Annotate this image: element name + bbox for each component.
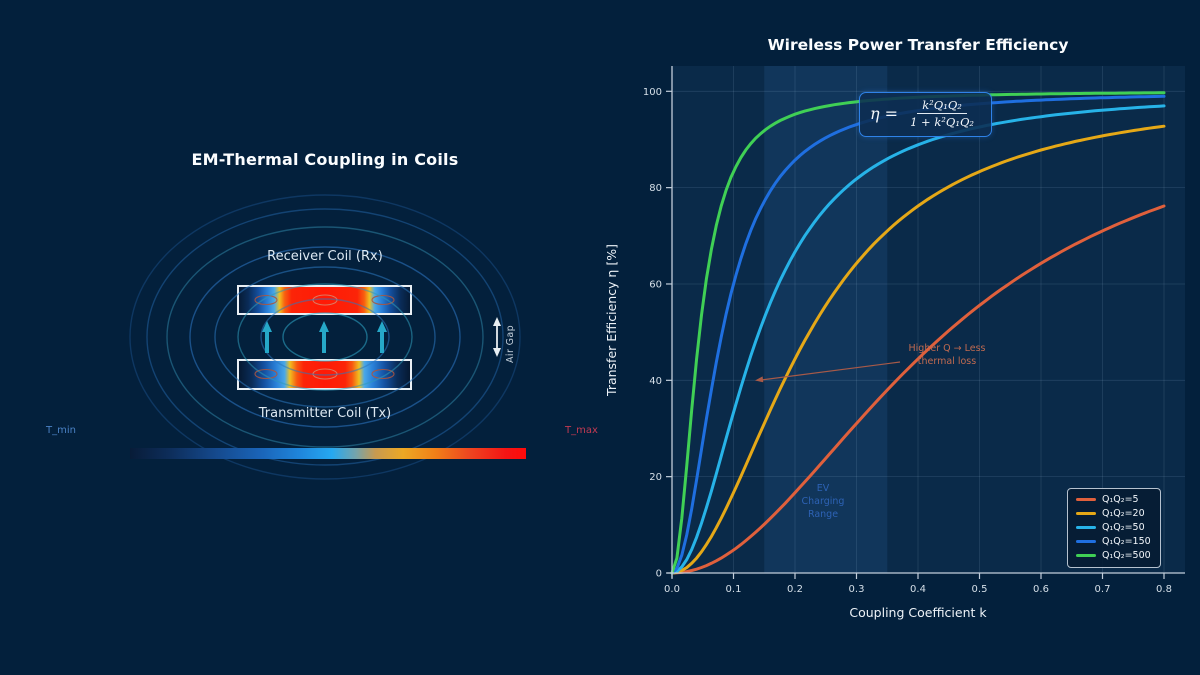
ev-charging-range-label: EV Charging Range bbox=[801, 483, 845, 520]
equation-numerator: k²Q₁Q₂ bbox=[917, 98, 967, 115]
legend-swatch bbox=[1076, 540, 1096, 543]
air-gap-arrow bbox=[493, 317, 501, 357]
legend-label: Q₁Q₂=500 bbox=[1102, 550, 1151, 561]
legend-label: Q₁Q₂=150 bbox=[1102, 536, 1151, 547]
svg-text:0.6: 0.6 bbox=[1033, 584, 1049, 595]
field-line-ellipse bbox=[129, 194, 521, 480]
equation-lhs: η = bbox=[870, 104, 899, 124]
legend-swatch bbox=[1076, 554, 1096, 557]
svg-text:0.8: 0.8 bbox=[1156, 584, 1172, 595]
svg-text:0.1: 0.1 bbox=[726, 584, 742, 595]
air-gap-label: Air Gap bbox=[505, 324, 516, 363]
legend-swatch bbox=[1076, 498, 1096, 501]
field-line-ellipse bbox=[214, 266, 436, 408]
ev-charging-band bbox=[764, 66, 888, 574]
thermal-loss-annotation: Higher Q → Less thermal loss bbox=[887, 343, 1007, 368]
legend-item: Q₁Q₂=5 bbox=[1076, 494, 1151, 505]
thermal-contour-ellipse bbox=[371, 294, 395, 306]
receiver-coil-rect bbox=[237, 285, 412, 315]
receiver-coil-label: Receiver Coil (Rx) bbox=[267, 249, 383, 264]
legend-swatch bbox=[1076, 526, 1096, 529]
svg-text:0.0: 0.0 bbox=[664, 584, 680, 595]
svg-text:0.3: 0.3 bbox=[849, 584, 865, 595]
left-panel-title: EM-Thermal Coupling in Coils bbox=[191, 150, 459, 169]
efficiency-chart: 0.0 0.1 0.2 0.3 0.4 0.5 0.6 0.7 0.8 0 20 40 60 80 100 bbox=[643, 66, 1185, 595]
svg-text:0.4: 0.4 bbox=[910, 584, 926, 595]
temperature-max-label: T_max bbox=[565, 425, 598, 436]
svg-text:0: 0 bbox=[656, 569, 662, 580]
annotation-line1: Higher Q → Less bbox=[908, 343, 986, 354]
legend-label: Q₁Q₂=20 bbox=[1102, 508, 1145, 519]
legend-item: Q₁Q₂=500 bbox=[1076, 550, 1151, 561]
em-thermal-diagram bbox=[129, 194, 521, 480]
field-line-ellipse bbox=[260, 298, 390, 376]
field-line-ellipse bbox=[282, 312, 368, 362]
flux-arrow-head bbox=[377, 321, 387, 332]
field-lines-outer bbox=[129, 194, 521, 480]
transmitter-coil-label: Transmitter Coil (Tx) bbox=[258, 406, 392, 421]
equation-fraction: k²Q₁Q₂ 1 + k²Q₁Q₂ bbox=[905, 98, 979, 130]
svg-text:0.5: 0.5 bbox=[972, 584, 988, 595]
svg-text:80: 80 bbox=[649, 183, 662, 194]
legend-item: Q₁Q₂=150 bbox=[1076, 536, 1151, 547]
chart-title: Wireless Power Transfer Efficiency bbox=[767, 36, 1069, 54]
temperature-colorbar bbox=[130, 448, 526, 459]
field-lines-inner bbox=[214, 266, 436, 408]
temperature-min-label: T_min bbox=[46, 425, 76, 436]
svg-text:40: 40 bbox=[649, 376, 662, 387]
svg-text:20: 20 bbox=[649, 472, 662, 483]
legend-item: Q₁Q₂=50 bbox=[1076, 522, 1151, 533]
legend-label: Q₁Q₂=50 bbox=[1102, 522, 1145, 533]
svg-text:0.7: 0.7 bbox=[1095, 584, 1111, 595]
thermal-contour-ellipse bbox=[371, 368, 395, 380]
annotation-arrow bbox=[755, 361, 901, 383]
svg-text:100: 100 bbox=[643, 87, 662, 98]
svg-text:60: 60 bbox=[649, 279, 662, 290]
legend-swatch bbox=[1076, 512, 1096, 515]
legend-label: Q₁Q₂=5 bbox=[1102, 494, 1139, 505]
field-line-ellipse bbox=[189, 246, 461, 428]
legend-item: Q₁Q₂=20 bbox=[1076, 508, 1151, 519]
thermal-contour-ellipse bbox=[254, 368, 278, 380]
efficiency-equation-box: η = k²Q₁Q₂ 1 + k²Q₁Q₂ bbox=[859, 92, 992, 137]
annotation-line2: thermal loss bbox=[917, 355, 977, 367]
efficiency-curve bbox=[670, 124, 1166, 575]
thermal-contour-ellipse bbox=[254, 294, 278, 306]
field-line-ellipse bbox=[166, 226, 484, 448]
equation-denominator: 1 + k²Q₁Q₂ bbox=[910, 115, 974, 130]
efficiency-curve bbox=[670, 104, 1166, 575]
field-line-ellipse bbox=[146, 208, 504, 466]
field-line-ellipse bbox=[237, 283, 413, 391]
y-axis-label: Transfer Efficiency η [%] bbox=[604, 244, 619, 396]
flux-arrow-head bbox=[262, 321, 272, 332]
efficiency-curve bbox=[670, 204, 1166, 575]
svg-text:0.2: 0.2 bbox=[787, 584, 803, 595]
flux-arrow-head bbox=[319, 321, 329, 332]
flux-arrows bbox=[262, 321, 387, 353]
tick-labels: 0.0 0.1 0.2 0.3 0.4 0.5 0.6 0.7 0.8 0 20 40 60 80 100 bbox=[643, 87, 1172, 595]
x-axis-label: Coupling Coefficient k bbox=[849, 605, 987, 620]
axes-spines-and-ticks bbox=[666, 66, 1185, 579]
